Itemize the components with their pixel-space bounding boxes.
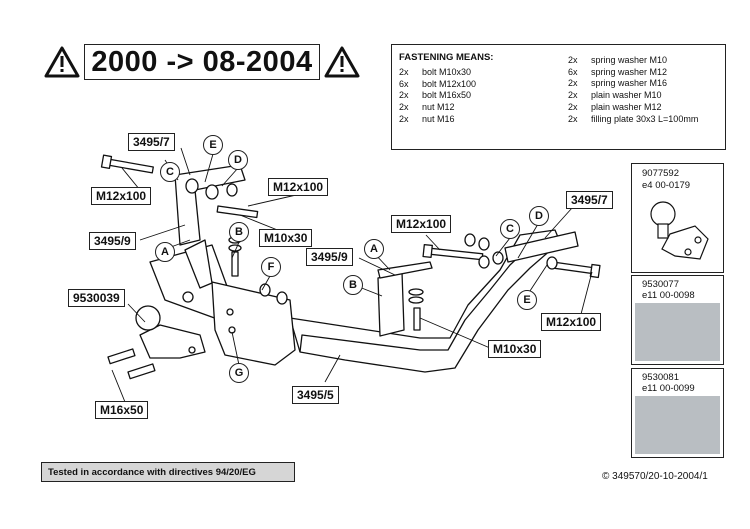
bolt-m10x30-right xyxy=(413,307,421,331)
panel-code: 9530081 xyxy=(642,372,679,383)
tested-directive-note: Tested in accordance with directives 94/… xyxy=(41,462,295,482)
towbar-exploded-diagram xyxy=(100,147,601,403)
callout-d-right: D xyxy=(529,206,549,226)
bolt-m12x100-left xyxy=(106,158,154,174)
right-bracket-3495-7 xyxy=(504,231,579,263)
callout-e-left: E xyxy=(203,135,223,155)
label-m12x100-top-right: M12x100 xyxy=(391,215,452,233)
tow-ball xyxy=(135,305,161,331)
electrical-kit-photo xyxy=(635,396,720,454)
label-3495-7-left: 3495/7 xyxy=(128,133,175,151)
fastening-title: FASTENING MEANS: xyxy=(399,52,494,63)
center-clamp-a xyxy=(377,261,433,279)
year-range-title: 2000 -> 08-2004 xyxy=(84,44,320,80)
bolt-m16x50-1 xyxy=(107,348,136,365)
callout-c-left: C xyxy=(160,162,180,182)
panel-code: 9530077 xyxy=(642,279,679,290)
callout-g: G xyxy=(229,363,249,383)
crossbar-3495-5 xyxy=(289,229,561,373)
bolt-m12x100-right xyxy=(551,261,596,275)
center-bracket-3495-9 xyxy=(377,271,405,337)
callout-d-left: D xyxy=(228,150,248,170)
panel-approval: e4 00-0179 xyxy=(642,180,691,191)
label-3495-9-left: 3495/9 xyxy=(89,232,136,250)
left-side-plate xyxy=(211,281,296,366)
label-9530039: 9530039 xyxy=(68,289,125,307)
left-arm xyxy=(184,239,213,289)
bolt-m12x100-mid xyxy=(426,247,484,261)
electrical-kit-photo xyxy=(635,303,720,361)
copyright-text: © 349570/20-10-2004/1 xyxy=(602,471,708,482)
label-3495-7-right: 3495/7 xyxy=(566,191,613,209)
warning-icon-left xyxy=(44,46,80,78)
warning-icon-right xyxy=(324,46,360,78)
label-m10x30-right: M10x30 xyxy=(488,340,542,358)
label-3495-5: 3495/5 xyxy=(292,386,339,404)
label-m16x50: M16x50 xyxy=(95,401,149,419)
panel-approval: e11 00-0099 xyxy=(642,383,695,394)
label-m10x30-left: M10x30 xyxy=(259,229,313,247)
panel-9530081: 9530081 e11 00-0099 xyxy=(631,368,724,458)
callout-e-right: E xyxy=(517,290,537,310)
panel-code: 9077592 xyxy=(642,168,679,179)
label-3495-9-right: 3495/9 xyxy=(306,248,353,266)
label-m12x100-right: M12x100 xyxy=(541,313,602,331)
label-m12x100-mid: M12x100 xyxy=(268,178,329,196)
bolt-m12x100-lower xyxy=(216,205,259,219)
panel-9077592: 9077592 e4 00-0179 xyxy=(631,163,724,273)
callout-b-right: B xyxy=(343,275,363,295)
panel-9530077: 9530077 e11 00-0098 xyxy=(631,275,724,365)
callout-a-right: A xyxy=(364,239,384,259)
callout-f: F xyxy=(261,257,281,277)
callout-b-left: B xyxy=(229,222,249,242)
flange-ball-icon xyxy=(650,201,709,260)
callout-a-left: A xyxy=(155,242,175,262)
panel-approval: e11 00-0098 xyxy=(642,290,695,301)
label-m12x100-left: M12x100 xyxy=(91,187,152,205)
callout-c-right: C xyxy=(500,219,520,239)
bolt-m16x50-2 xyxy=(127,363,156,380)
